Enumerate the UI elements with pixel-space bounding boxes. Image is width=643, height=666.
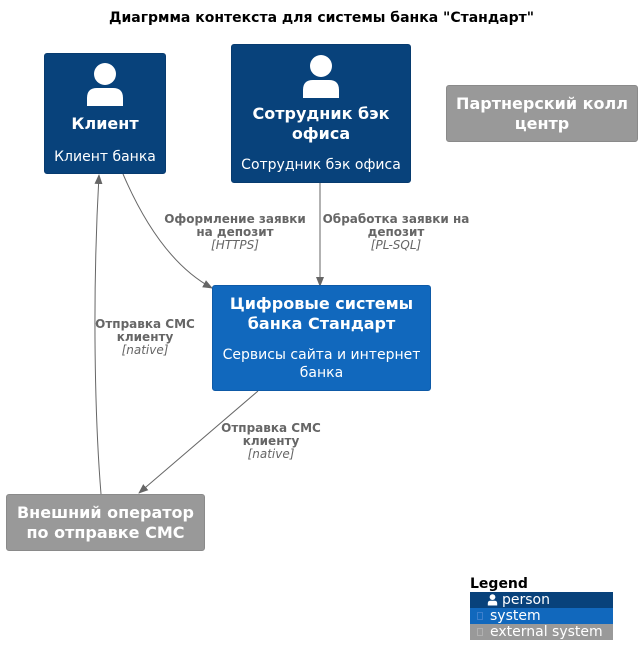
edge-label-tech: [native]: [247, 447, 295, 461]
digital-systems-name: Цифровые системы банка Стандарт: [229, 294, 414, 333]
edge-client-to-digital: [122, 173, 213, 289]
partner-callcenter-node[interactable]: Партнерский колл центр: [446, 85, 638, 142]
person-icon: [87, 62, 123, 106]
edge-label-client-digital: Оформление заявки на депозит [HTTPS]: [162, 213, 308, 252]
edge-label-text: Отправка СМС клиенту: [95, 317, 195, 344]
edge-label-sms-client: Отправка СМС клиенту [native]: [86, 318, 204, 357]
legend-item-external-system: external system: [470, 624, 613, 640]
legend-title: Legend: [470, 576, 528, 592]
backoffice-description: Сотрудник бэк офиса: [241, 156, 401, 173]
edge-digital-to-sms: [138, 390, 259, 494]
client-description: Клиент банка: [54, 148, 156, 165]
edge-label-text: Отправка СМС клиенту: [221, 421, 321, 448]
legend-label: external system: [490, 624, 603, 640]
legend-item-system: system: [470, 608, 613, 624]
legend-label: person: [502, 592, 550, 608]
partner-callcenter-name: Партнерский колл центр: [456, 93, 628, 133]
backoffice-name: Сотрудник бэк офиса: [252, 103, 390, 143]
digital-systems-description: Сервисы сайта и интернет банка: [222, 347, 421, 381]
legend-item-person: person: [470, 592, 613, 608]
person-icon: [482, 594, 502, 606]
edge-label-digital-sms: Отправка СМС клиенту [native]: [212, 422, 330, 461]
edge-label-text: Оформление заявки на депозит: [164, 212, 306, 239]
edge-label-tech: [HTTPS]: [211, 238, 259, 252]
square-icon: [470, 612, 490, 620]
person-icon: [303, 54, 339, 98]
edge-label-tech: [PL-SQL]: [370, 238, 422, 252]
backoffice-node[interactable]: Сотрудник бэк офиса Сотрудник бэк офиса: [231, 44, 411, 183]
client-name: Клиент: [71, 113, 139, 133]
square-icon: [470, 628, 490, 636]
client-node[interactable]: Клиент Клиент банка: [44, 53, 166, 174]
edge-sms-to-client: [94, 174, 103, 495]
edge-label-text: Обработка заявки на депозит: [322, 212, 470, 239]
edge-label-backoffice-digital: Обработка заявки на депозит [PL-SQL]: [318, 213, 474, 252]
edge-label-tech: [native]: [121, 343, 169, 357]
sms-operator-name: Внешний оператор по отправке СМС: [16, 502, 194, 542]
digital-systems-node[interactable]: Цифровые системы банка Стандарт Сервисы …: [212, 285, 431, 391]
legend-label: system: [490, 608, 541, 624]
legend: Legend person system external system: [470, 577, 613, 640]
diagram-title: Диагрмма контекста для системы банка "Ст…: [108, 10, 535, 26]
sms-operator-node[interactable]: Внешний оператор по отправке СМС: [6, 494, 205, 551]
